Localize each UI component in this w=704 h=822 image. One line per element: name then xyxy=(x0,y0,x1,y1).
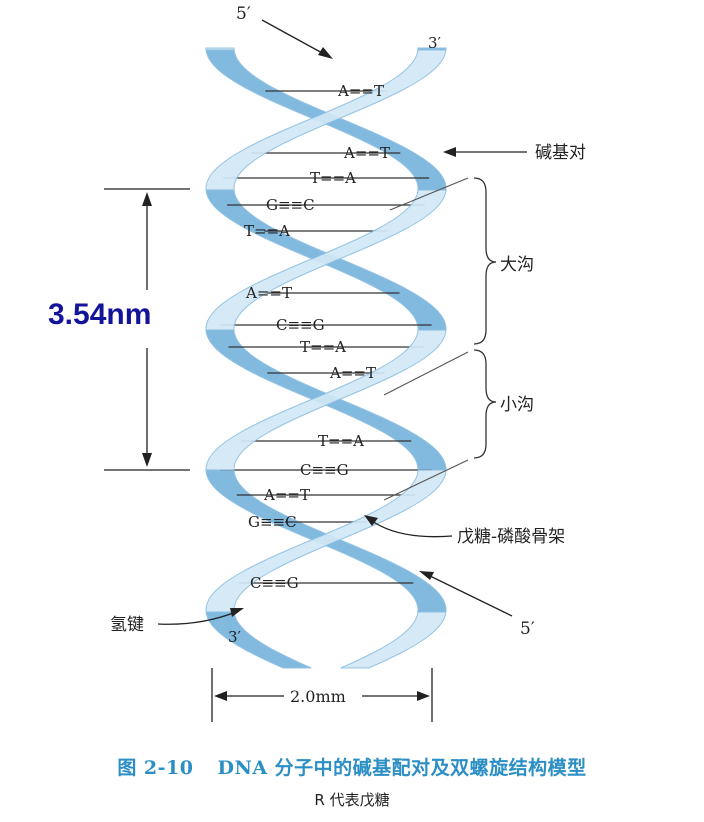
strand-segment-front xyxy=(205,329,447,471)
base-pair-label: T==A xyxy=(318,432,364,450)
figure-number: 图 2-10 xyxy=(117,757,194,779)
width-measurement-label: 2.0mm xyxy=(290,687,346,706)
base-pair-label: T==A xyxy=(300,338,346,356)
base-pair-label: A==T xyxy=(263,486,310,504)
strand-segment-front xyxy=(205,47,235,51)
minor-groove-leader-2 xyxy=(383,459,469,501)
top-right-3prime-label: 3′ xyxy=(428,34,442,52)
strand-segment-front xyxy=(205,189,447,331)
pitch-dimension-line xyxy=(104,188,190,471)
base-pair-label: C≡≡G xyxy=(300,461,349,479)
strand-segment-back xyxy=(205,611,312,669)
width-dimension-line xyxy=(211,668,433,722)
front-strand xyxy=(205,47,447,669)
major-groove-brace xyxy=(473,177,497,345)
backbone-annotation: 戊糖-磷酸骨架 xyxy=(457,527,565,547)
hydrogen-bond-pointer xyxy=(157,608,244,625)
base-pair-label: A==T xyxy=(329,364,376,382)
pitch-measurement-label: 3.54nm xyxy=(48,298,152,331)
top-left-5prime-label: 5′ xyxy=(236,4,251,24)
bottom-right-5prime-label: 5′ xyxy=(520,619,535,639)
hydrogen-bond-annotation: 氢键 xyxy=(110,615,144,635)
bottom-left-3prime-label: 3′ xyxy=(228,628,242,646)
base-pair-pointer xyxy=(443,147,527,157)
strand-segment-front xyxy=(205,49,447,191)
minor-groove-leader xyxy=(383,351,469,396)
minor-groove-annotation: 小沟 xyxy=(500,395,534,415)
top-5prime-arrow xyxy=(261,19,333,59)
base-pair-label: C≡≡G xyxy=(276,316,325,334)
base-pair-label: G≡≡C xyxy=(266,196,315,214)
bottom-5prime-arrow xyxy=(419,571,513,617)
base-pair-rungs xyxy=(220,90,432,584)
caption-subtitle: R 代表戊糖 xyxy=(314,791,390,809)
major-groove-leader xyxy=(389,177,469,211)
backbone-pointer xyxy=(364,515,453,538)
base-pair-label: T==A xyxy=(244,222,290,240)
caption-title-row: 图 2-10 DNA 分子中的碱基配对及双螺旋结构模型 xyxy=(0,753,704,780)
figure-caption: 图 2-10 DNA 分子中的碱基配对及双螺旋结构模型 R 代表戊糖 xyxy=(0,753,704,810)
base-pair-label: A==T xyxy=(343,144,390,162)
base-pair-label: C≡≡G xyxy=(250,574,299,592)
base-pair-label: A==T xyxy=(337,82,384,100)
base-pair-label: A==T xyxy=(245,284,292,302)
base-pair-labels: A==T A==T T==A G≡≡C T==A A==T C≡≡G T==A A==T T==A… xyxy=(244,82,390,592)
base-pair-label: G≡≡C xyxy=(248,513,297,531)
base-pair-label: T==A xyxy=(310,169,356,187)
major-groove-annotation: 大沟 xyxy=(500,255,534,275)
base-pair-annotation: 碱基对 xyxy=(535,143,586,163)
minor-groove-brace xyxy=(473,349,497,459)
caption-title: DNA 分子中的碱基配对及双螺旋结构模型 xyxy=(217,757,587,779)
strand-segment-front xyxy=(340,611,447,669)
